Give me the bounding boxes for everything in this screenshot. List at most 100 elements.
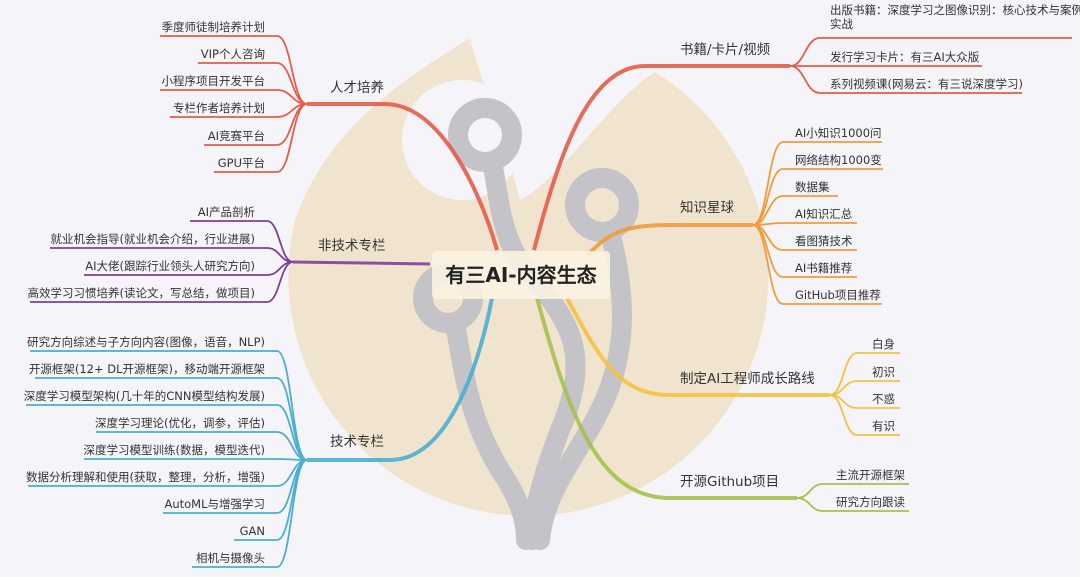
child-node[interactable]: AI竞赛平台 (208, 129, 265, 143)
child-label: 专栏作者培养计划 (173, 101, 265, 115)
child-node[interactable]: 研究方向综述与子方向内容(图像，语音，NLP) (27, 335, 265, 349)
child-node[interactable]: 数据集 (795, 180, 830, 194)
child-label: 深度学习模型架构(几十年的CNN模型结构发展) (24, 389, 265, 403)
child-node[interactable]: 数据分析理解和使用(获取，整理，分析，增强) (26, 470, 265, 484)
child-label: 开源框架(12+ DL开源框架)，移动端开源框架 (29, 362, 265, 376)
child-connector (829, 352, 900, 396)
child-label: 小程序项目开发平台 (162, 74, 266, 88)
child-node[interactable]: AI知识汇总 (795, 207, 853, 221)
child-connector (214, 103, 308, 173)
child-node[interactable]: 网络结构1000变 (795, 153, 882, 167)
center-node[interactable]: 有三AI-内容生态 (432, 251, 610, 299)
child-label: 白身 (872, 337, 895, 351)
branch-connector (565, 297, 830, 397)
child-label: AI竞赛平台 (208, 129, 265, 143)
child-label: AutoML与增强学习 (164, 497, 265, 511)
child-connector (829, 394, 900, 436)
child-node[interactable]: 主流开源框架 (836, 468, 905, 482)
branch-label[interactable]: 人才培养 (330, 80, 384, 96)
branch-3: 书籍/卡片/视频 出版书籍：深度学习之图像识别：核心技术与案例实战发行学习卡片：有… (680, 3, 1080, 91)
center-title: 有三AI-内容生态 (445, 263, 596, 287)
branch-label[interactable]: 开源Github项目 (680, 474, 779, 490)
child-label: 发行学习卡片：有三AI大众版 (830, 50, 980, 64)
child-node[interactable]: 白身 (872, 337, 895, 351)
child-node[interactable]: 深度学习理论(优化，调参，评估) (95, 416, 265, 430)
child-node[interactable]: 有识 (872, 419, 895, 433)
branch-2: 技术专栏 研究方向综述与子方向内容(图像，语音，NLP) 开源框架(12+ DL开源… (24, 335, 384, 565)
child-node[interactable]: GitHub项目推荐 (795, 288, 881, 302)
child-node[interactable]: 看图猜技术 (795, 234, 853, 248)
child-label: 网络结构1000变 (795, 153, 882, 167)
branch-label[interactable]: 书籍/卡片/视频 (680, 41, 771, 58)
child-label: 高效学习习惯培养(读论文，写总结，做项目) (28, 286, 255, 300)
child-label: 主流开源框架 (836, 468, 905, 482)
branch-connector (307, 297, 494, 462)
child-node[interactable]: 开源框架(12+ DL开源框架)，移动端开源框架 (29, 362, 265, 376)
child-node[interactable]: GPU平台 (218, 156, 265, 170)
child-connector (752, 168, 883, 226)
connector-lines (26, 35, 1072, 568)
child-node[interactable]: AI书籍推荐 (795, 261, 852, 275)
branch-connector (535, 297, 797, 500)
child-connector (752, 222, 857, 226)
branch-label[interactable]: 技术专栏 (330, 434, 384, 450)
child-node[interactable]: 相机与摄像头 (196, 551, 265, 565)
child-node[interactable]: 专栏作者培养计划 (173, 101, 265, 115)
child-node[interactable]: 研究方向跟读 (836, 495, 905, 509)
branch-connector (586, 223, 753, 257)
child-node[interactable]: 不惑 (872, 392, 895, 406)
child-node[interactable]: 出版书籍：深度学习之图像识别：核心技术与案例实战 (830, 3, 1080, 31)
child-connector (752, 224, 882, 305)
child-label: 数据集 (795, 180, 830, 194)
child-label: AI书籍推荐 (795, 261, 852, 275)
child-connector (35, 377, 308, 461)
child-label: VIP个人咨询 (201, 47, 265, 61)
child-node[interactable]: 系列视频课(网易云：有三说深度学习) (830, 77, 1023, 91)
child-node[interactable]: AutoML与增强学习 (164, 497, 265, 511)
child-connector (192, 459, 308, 568)
child-label: AI产品剖析 (198, 205, 255, 219)
child-node[interactable]: 就业机会指导(就业机会介绍，行业进展) (51, 232, 255, 246)
branch-connector (292, 260, 431, 266)
branch-label[interactable]: 非技术专栏 (318, 238, 386, 254)
child-label: 不惑 (872, 392, 895, 406)
child-node[interactable]: 小程序项目开发平台 (162, 74, 266, 88)
child-node[interactable]: AI产品剖析 (198, 205, 255, 219)
child-node[interactable]: AI小知识1000问 (795, 126, 882, 140)
child-node[interactable]: 初识 (872, 365, 895, 379)
child-connector (30, 261, 294, 303)
child-label: 研究方向综述与子方向内容(图像，语音，NLP) (27, 335, 265, 349)
child-connector (796, 497, 909, 512)
child-node[interactable]: 高效学习习惯培养(读论文，写总结，做项目) (28, 286, 255, 300)
child-connector (96, 431, 308, 461)
child-label: GAN (240, 524, 265, 538)
branch-label[interactable]: 制定AI工程师成长路线 (680, 371, 815, 387)
child-node[interactable]: 深度学习模型训练(数据，模型迭代) (84, 443, 265, 457)
child-node[interactable]: 深度学习模型架构(几十年的CNN模型结构发展) (24, 389, 265, 403)
branch-connector (307, 102, 499, 251)
child-label: 出版书籍：深度学习之图像识别：核心技术与案例实战 (830, 3, 1080, 31)
child-label: 有识 (872, 419, 895, 433)
center-node-box (432, 251, 610, 299)
child-label: 深度学习理论(优化，调参，评估) (95, 416, 265, 430)
child-connector (752, 141, 882, 226)
child-label: AI知识汇总 (795, 207, 853, 221)
child-node[interactable]: 季度师徒制培养计划 (162, 20, 266, 34)
child-node[interactable]: GAN (240, 524, 265, 538)
branch-label[interactable]: 知识星球 (680, 199, 734, 216)
child-label: 就业机会指导(就业机会介绍，行业进展) (51, 232, 255, 246)
child-node[interactable]: VIP个人咨询 (201, 47, 265, 61)
child-node[interactable]: 发行学习卡片：有三AI大众版 (830, 50, 980, 64)
child-label: GPU平台 (218, 156, 265, 170)
child-label: 系列视频课(网易云：有三说深度学习) (830, 77, 1023, 91)
child-label: 看图猜技术 (795, 234, 853, 248)
child-connector (789, 37, 1072, 67)
child-node[interactable]: AI大佬(跟踪行业领头人研究方向) (85, 259, 255, 273)
